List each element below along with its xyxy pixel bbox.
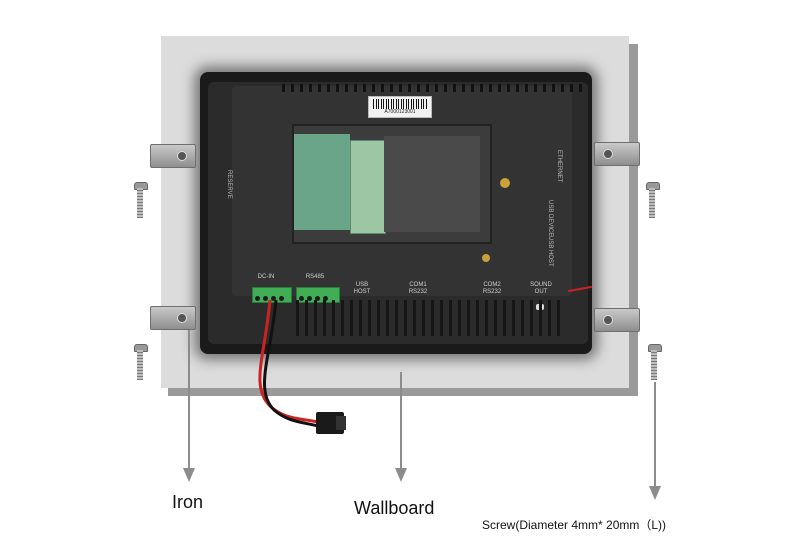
power-cable xyxy=(258,299,346,434)
reserve-label: RESERVE xyxy=(226,170,232,199)
gold-standoff-2 xyxy=(482,254,490,262)
rs485-label: RS485 xyxy=(305,274,325,280)
iron-callout-line xyxy=(188,330,190,470)
ethernet-label: ETHERNET xyxy=(556,150,562,183)
usb-host-label: USB HOST xyxy=(353,282,371,295)
iron-arrow-icon xyxy=(183,468,195,482)
sound-out-label: SOUND OUT xyxy=(530,282,552,295)
barcode-icon xyxy=(373,99,427,109)
screw-icon-4 xyxy=(648,344,662,382)
barcode-text: A7000123001 xyxy=(384,109,416,115)
screw-icon-1 xyxy=(134,182,148,220)
circuit-board xyxy=(294,134,350,230)
screw-arrow-icon xyxy=(649,486,661,500)
screw-icon-2 xyxy=(134,344,148,382)
wallboard-arrow-icon xyxy=(395,468,407,482)
dc-in-label: DC-IN xyxy=(257,274,275,280)
wallboard-callout-line xyxy=(400,372,402,470)
barcode-sticker: A7000123001 xyxy=(368,96,432,118)
iron-bracket-top-right xyxy=(594,142,640,166)
top-vents xyxy=(282,84,582,92)
iron-bracket-bottom-left xyxy=(150,306,196,330)
gold-standoff xyxy=(500,178,510,188)
com1-label: COM1 RS232 xyxy=(408,282,428,295)
screw-label: Screw(Diameter 4mm* 20mm（L)) xyxy=(482,518,667,532)
screw-callout-line xyxy=(654,382,656,488)
lcd-back xyxy=(384,136,480,232)
dc-in-terminal xyxy=(252,287,292,303)
screw-icon-3 xyxy=(646,182,660,220)
iron-label: Iron xyxy=(172,492,204,512)
usb-host-side-label: USB HOST xyxy=(547,236,553,267)
wallboard-label: Wallboard xyxy=(354,498,435,518)
bottom-vents xyxy=(296,300,566,336)
memory-card xyxy=(350,140,386,234)
com2-label: COM2 RS232 xyxy=(482,282,502,295)
usb-device-label: USB DEVICE xyxy=(547,200,553,237)
iron-bracket-bottom-right xyxy=(594,308,640,332)
iron-bracket-top-left xyxy=(150,144,196,168)
